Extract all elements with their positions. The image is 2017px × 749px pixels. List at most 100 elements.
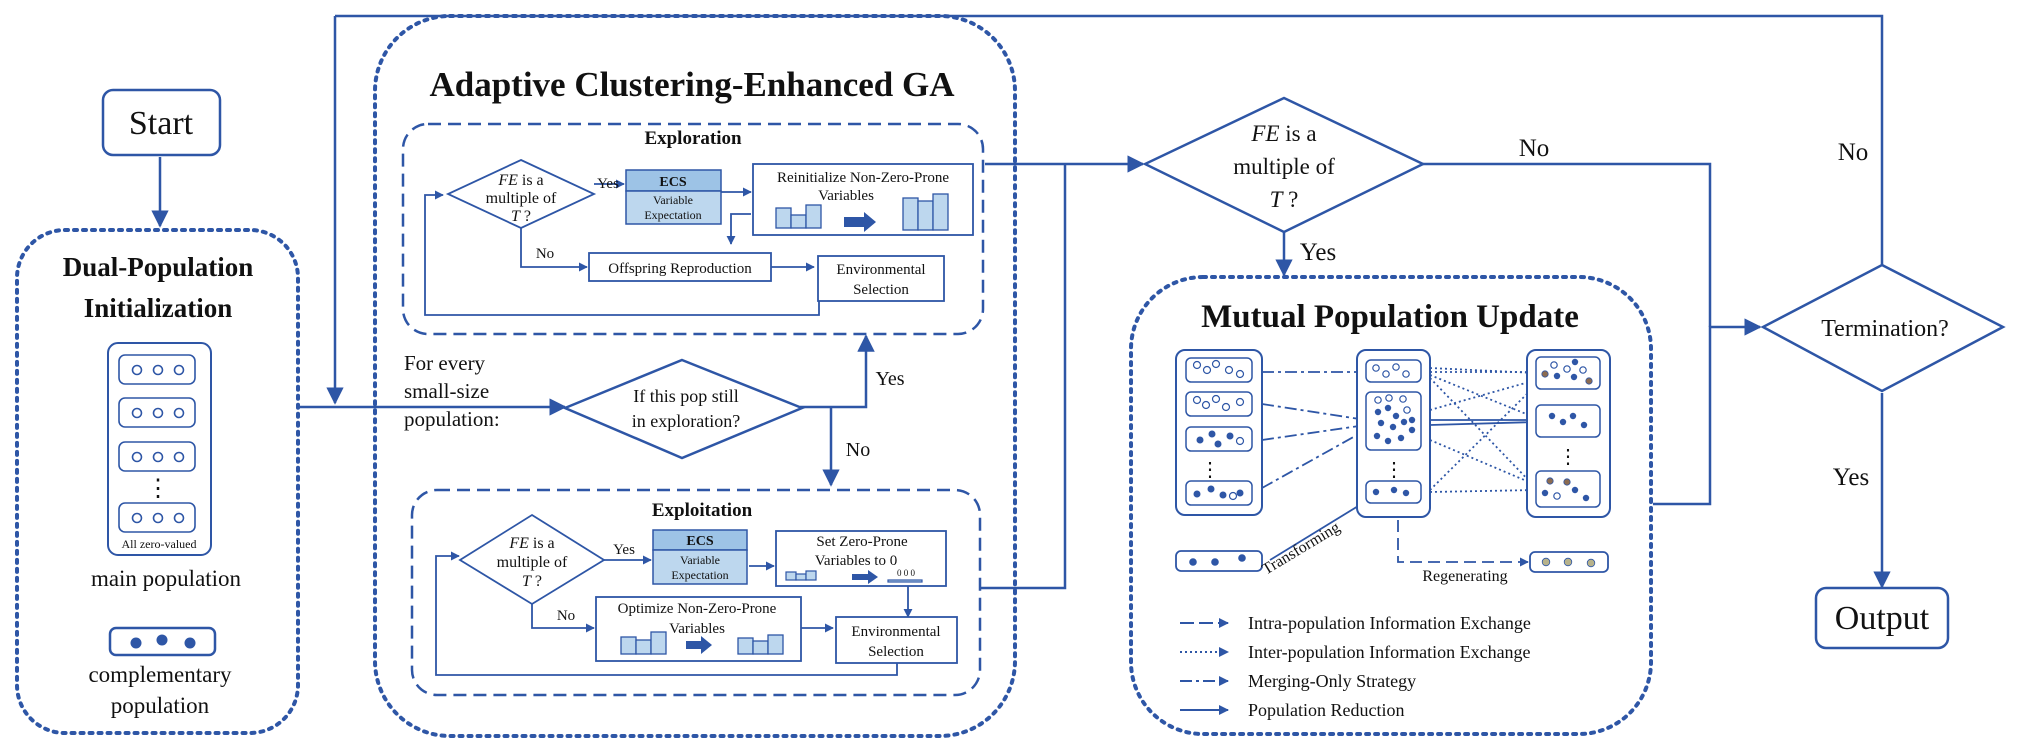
set-zero-zeros: 0 0 0 <box>897 568 916 578</box>
main-population-ellipsis: ⋮ <box>146 476 170 502</box>
fe-check-t: T <box>1270 187 1285 212</box>
termination-label: Termination? <box>1821 316 1949 342</box>
svg-text:T ?: T ? <box>511 208 531 225</box>
mpu-left-group: ⋮ <box>1175 349 1263 516</box>
exploitation-diamond-is-a: is a <box>529 535 555 552</box>
fe-check-line2: multiple of <box>1233 154 1335 179</box>
legend-reduction: Population Reduction <box>1248 700 1405 720</box>
svg-text:FE is a: FE is a <box>508 535 554 552</box>
mpu-connectors <box>1261 367 1537 567</box>
decision-line1: If this pop still <box>633 386 739 406</box>
init-title-line1: Dual-Population <box>63 252 254 282</box>
exploitation-panel: Exploitation FE is a multiple of T ? Yes… <box>410 488 982 697</box>
dual-population-initialization: Dual-Population Initialization ⋮ All zer… <box>15 228 300 735</box>
svg-text:FE is a: FE is a <box>1250 121 1316 146</box>
output-label: Output <box>1835 600 1930 637</box>
exploration-env-line1: Environmental <box>836 262 925 278</box>
legend-inter: Inter-population Information Exchange <box>1248 642 1531 662</box>
offspring-reproduction: Offspring Reproduction <box>608 261 752 277</box>
exploration-yes: Yes <box>597 176 619 192</box>
regenerating-label: Regenerating <box>1422 568 1507 585</box>
exploration-diamond-fe: FE <box>497 172 518 189</box>
termination-check: Termination? No Yes <box>1760 139 2006 491</box>
set-zero-line2: Variables to 0 <box>815 553 897 569</box>
main-population-rows <box>118 354 196 533</box>
exploitation-ecs-sub2: Expectation <box>671 568 728 582</box>
mpu-right-ellipsis: ⋮ <box>1558 446 1578 468</box>
optimize-line1: Optimize Non-Zero-Prone <box>618 601 777 617</box>
complementary-dots <box>130 634 196 649</box>
for-every-line1: For every <box>404 351 486 375</box>
for-every-line3: population: <box>404 407 500 431</box>
svg-text:FE is a: FE is a <box>497 172 543 189</box>
exploration-panel: Exploration FE is a multiple of T ? Yes … <box>401 122 985 336</box>
fe-check-q: ? <box>1282 187 1298 212</box>
decision-yes: Yes <box>875 368 904 390</box>
mpu-middle-ellipsis: ⋮ <box>1384 459 1404 481</box>
exploration-diamond-t: T <box>511 208 521 225</box>
reinitialize-bars <box>775 193 949 231</box>
exploitation-yes: Yes <box>613 542 635 558</box>
exploration-ecs-sub2: Expectation <box>644 208 701 222</box>
complementary-label-line2: population <box>111 693 210 718</box>
exploitation-diamond-q: ? <box>531 573 542 590</box>
svg-text:T ?: T ? <box>1270 187 1299 212</box>
set-zero-bars <box>785 570 923 583</box>
reinitialize-line1: Reinitialize Non-Zero-Prone <box>777 170 949 186</box>
mpu-title: Mutual Population Update <box>1201 299 1579 335</box>
exploration-diamond-is-a: is a <box>518 172 544 189</box>
mutual-population-update: Mutual Population Update <box>1129 275 1653 736</box>
exploration-ecs-sub1: Variable <box>653 193 693 207</box>
exploration-env-line2: Selection <box>853 282 909 298</box>
reinitialize-line2: Variables <box>818 188 874 204</box>
set-zero-arrow <box>852 570 878 584</box>
exploitation-env-line1: Environmental <box>851 624 940 640</box>
exploration-ecs: ECS <box>659 175 686 190</box>
for-every-line2: small-size <box>404 379 489 403</box>
exploration-diamond-line2: multiple of <box>486 190 557 207</box>
exploitation-env-line2: Selection <box>868 644 924 660</box>
all-zero-label: All zero-valued <box>122 537 197 551</box>
start-label: Start <box>129 105 194 142</box>
termination-no: No <box>1838 139 1869 166</box>
adaptive-clustering-enhanced-ga: Adaptive Clustering-Enhanced GA Explorat… <box>373 14 1017 738</box>
exploitation-title: Exploitation <box>652 500 753 521</box>
complementary-label-line1: complementary <box>88 662 232 687</box>
legend-intra: Intra-population Information Exchange <box>1248 613 1531 633</box>
fe-multiple-check: FE is a multiple of T ? No Yes <box>1142 96 1550 266</box>
exploration-title: Exploration <box>644 128 742 149</box>
fe-check-fe: FE <box>1250 121 1279 146</box>
mpu-legend: Intra-population Information Exchange In… <box>1180 613 1531 720</box>
acega-title: Adaptive Clustering-Enhanced GA <box>429 65 955 104</box>
init-title-line2: Initialization <box>84 293 233 323</box>
termination-yes: Yes <box>1833 464 1869 491</box>
mpu-complementary-box <box>1175 550 1263 572</box>
mpu-middle-group: ⋮ <box>1356 349 1431 518</box>
decision-line2: in exploration? <box>632 411 740 431</box>
exploitation-no: No <box>557 608 575 624</box>
fe-check-is-a: is a <box>1280 121 1317 146</box>
mpu-left-ellipsis: ⋮ <box>1200 459 1220 481</box>
optimize-arrow <box>686 636 712 654</box>
output-node: Output <box>1814 586 1950 650</box>
fe-check-yes: Yes <box>1300 239 1336 266</box>
exploration-decision <box>561 358 806 460</box>
decision-no: No <box>846 439 870 461</box>
mpu-right-group: ⋮ <box>1526 349 1611 518</box>
legend-merging: Merging-Only Strategy <box>1248 671 1416 691</box>
reinitialize-arrow <box>844 212 876 232</box>
start-node: Start <box>101 88 222 157</box>
exploration-diamond-q: ? <box>520 208 531 225</box>
exploration-no: No <box>536 246 554 262</box>
svg-text:T ?: T ? <box>522 573 542 590</box>
exploitation-diamond-line2: multiple of <box>497 554 568 571</box>
set-zero-line1: Set Zero-Prone <box>816 534 908 550</box>
fe-check-no: No <box>1519 135 1550 162</box>
exploitation-diamond-t: T <box>522 573 532 590</box>
optimize-line2: Variables <box>669 621 725 637</box>
exploitation-ecs-sub1: Variable <box>680 553 720 567</box>
exploitation-ecs: ECS <box>686 534 713 549</box>
optimize-bars <box>620 631 784 655</box>
exploitation-diamond-fe: FE <box>508 535 529 552</box>
